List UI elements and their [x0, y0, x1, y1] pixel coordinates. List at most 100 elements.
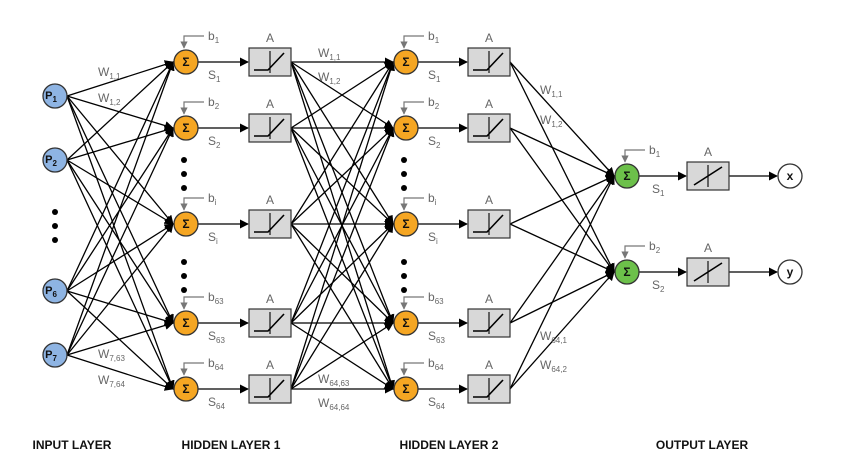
bias-label: b2 — [208, 95, 220, 111]
labels: b1S1b2S2biSib63S63b64S64b1S1b2S2biSib63S… — [98, 29, 665, 412]
weight-label: W1,1 — [98, 65, 121, 81]
activation-label: A — [485, 31, 493, 45]
edge-input-hidden1 — [66, 95, 174, 130]
input-node-label-main: P — [45, 90, 52, 102]
bias-label-sub: 2 — [435, 102, 440, 111]
edge-input-hidden1 — [66, 95, 174, 225]
weight-label-sub: 1,2 — [329, 77, 341, 86]
bias-arrow — [621, 149, 645, 163]
weight-label: W64,1 — [540, 329, 567, 345]
weight-label-main: W — [540, 113, 552, 127]
input-node-6 — [42, 278, 68, 304]
output-neuron — [614, 163, 640, 189]
input-node-label-sub: 6 — [52, 290, 57, 299]
ellipsis-dot — [52, 209, 58, 215]
bias-label-main: b — [208, 191, 215, 205]
ellipsis-dot — [401, 157, 407, 163]
sum-label: S1 — [652, 182, 665, 198]
weight-label-sub: 7,64 — [109, 380, 125, 389]
bias-label: b64 — [428, 356, 444, 372]
edge-hidden2-output — [509, 271, 615, 390]
weight-label-main: W — [318, 396, 330, 410]
hidden1_neurons-neuron — [173, 376, 199, 402]
ellipsis-dot — [52, 237, 58, 243]
sum-label: S64 — [428, 395, 445, 411]
weight-label: W1,2 — [98, 91, 121, 107]
sum-label: Si — [428, 230, 438, 246]
bias-label-sub: 2 — [215, 102, 220, 111]
bias-label-sub: 2 — [656, 246, 661, 255]
hidden1_neurons-activation-curve — [254, 118, 285, 137]
input-node-1 — [42, 83, 68, 109]
sum-symbol: Σ — [402, 217, 409, 231]
activation-label: A — [485, 292, 493, 306]
sum-label-main: S — [208, 329, 216, 343]
sum-label-sub: 1 — [660, 189, 665, 198]
sum-label-sub: i — [436, 237, 438, 246]
edge-hidden1-hidden2 — [290, 223, 394, 324]
input-node-label-main: P — [45, 349, 52, 361]
bias-label-main: b — [428, 356, 435, 370]
bias-label-sub: i — [215, 198, 217, 207]
sum-label-sub: 1 — [436, 75, 441, 84]
ellipsis-dot — [181, 259, 187, 265]
bias-label-sub: i — [435, 198, 437, 207]
bias-label-sub: 63 — [435, 297, 444, 306]
weight-label-sub: 64,1 — [551, 336, 567, 345]
activation-label: A — [485, 193, 493, 207]
sum-label-main: S — [652, 182, 660, 196]
bias-label: b1 — [649, 143, 661, 159]
sum-label-main: S — [652, 278, 660, 292]
edge-input-hidden1 — [66, 223, 174, 356]
weight-label-main: W — [318, 46, 330, 60]
edge-input-hidden1 — [66, 159, 174, 225]
bias-arrow — [621, 245, 645, 259]
hidden2_neurons-activation-curve — [473, 118, 504, 137]
weight-label-main: W — [540, 83, 552, 97]
edge-hidden1-hidden2 — [290, 61, 395, 324]
hidden2_neurons-neuron — [393, 49, 419, 75]
bias-label: b2 — [428, 95, 440, 111]
bias-label: b2 — [649, 239, 661, 255]
sum-label-main: S — [428, 134, 436, 148]
input-node-label-sub: 1 — [52, 95, 57, 104]
edge-hidden2-output — [509, 61, 615, 273]
ellipsis-dot — [401, 273, 407, 279]
edge-input-hidden1 — [66, 290, 174, 325]
bias-label-main: b — [428, 290, 435, 304]
bias-arrow — [400, 197, 424, 211]
activation-label: A — [266, 193, 274, 207]
weight-label-main: W — [98, 373, 110, 387]
weight-label: W64,64 — [318, 396, 350, 412]
bias-label: b1 — [428, 29, 440, 45]
weight-label-sub: 64,64 — [329, 403, 350, 412]
hidden1_neurons-neuron — [173, 49, 199, 75]
sum-symbol: Σ — [182, 217, 189, 231]
bias-arrow — [180, 296, 204, 310]
edge-hidden1-hidden2 — [290, 127, 395, 390]
edge-hidden1-hidden2 — [290, 61, 395, 390]
sum-symbol: Σ — [182, 121, 189, 135]
ellipsis-dot — [401, 259, 407, 265]
sum-label: S1 — [208, 68, 221, 84]
sum-symbol: Σ — [623, 169, 630, 183]
bias-label-sub: 1 — [435, 36, 440, 45]
weight-label-main: W — [540, 358, 552, 372]
hidden1_neurons-activation-curve — [254, 379, 285, 398]
input-node-7 — [42, 342, 68, 368]
bias-label-sub: 64 — [215, 363, 224, 372]
edge-hidden2-output — [509, 175, 615, 225]
ellipsis-dot — [181, 171, 187, 177]
output-layer-title: OUTPUT LAYER — [656, 438, 749, 452]
sum-label-sub: i — [216, 237, 218, 246]
weight-label-sub: 1,2 — [551, 120, 563, 129]
ellipsis-dot — [181, 273, 187, 279]
sum-label-sub: 2 — [660, 285, 665, 294]
hidden-layer-2-title: HIDDEN LAYER 2 — [400, 438, 499, 452]
input-node-2 — [42, 147, 68, 173]
edge-hidden2-output — [509, 127, 615, 177]
sum-label-sub: 63 — [436, 336, 445, 345]
sum-label-sub: 63 — [216, 336, 225, 345]
weight-label: W1,2 — [318, 70, 341, 86]
